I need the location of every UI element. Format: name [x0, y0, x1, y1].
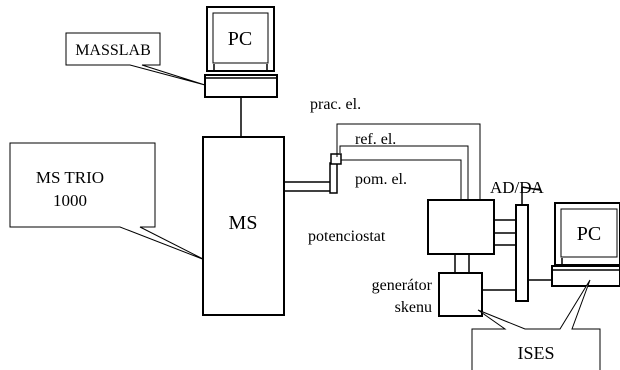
pc-top: PC: [204, 6, 278, 98]
pc-top-screen: [212, 12, 269, 64]
ms-box: [202, 136, 285, 316]
potenciostat-adda-link: [494, 219, 516, 246]
pc-right: PC: [551, 202, 620, 287]
masslab-callout: MASSLAB: [65, 32, 206, 86]
pc-right-label: PC: [577, 223, 601, 245]
potenciostat-label: potenciostat: [308, 228, 386, 245]
ises-callout: ISES: [471, 279, 601, 370]
ises-label: ISES: [517, 343, 554, 363]
generator-label-line2: skenu: [395, 299, 432, 316]
pom-el-label: pom. el.: [355, 171, 407, 188]
ises-box: [471, 279, 601, 370]
potenciostat-box: [427, 199, 495, 255]
ms-unit: MS: [202, 136, 285, 316]
ms-trio-box: [9, 142, 206, 261]
electrode-cell-body: [329, 162, 338, 194]
ms-trio-label-line2: 1000: [53, 191, 87, 210]
ref-el-label: ref. el.: [355, 131, 396, 148]
pc-right-base: [551, 265, 620, 287]
masslab-box: [65, 32, 206, 86]
masslab-label: MASSLAB: [75, 42, 151, 59]
electrode-cell-head: [330, 153, 342, 165]
potenciostat-generator-link: [454, 254, 470, 273]
electrode-cell: [284, 153, 342, 194]
prac-el-label: prac. el.: [310, 96, 361, 113]
adda-card: [515, 204, 529, 302]
ms-trio-label-line1: MS TRIO: [36, 168, 104, 187]
potenciostat-unit: potenciostat: [308, 199, 495, 255]
ms-trio-callout: MS TRIO 1000: [9, 142, 206, 261]
generator-box: [438, 272, 483, 317]
pc-right-screen: [560, 208, 618, 258]
electrode-wires: prac. el. ref. el. pom. el.: [310, 96, 481, 200]
generator-label-line1: generátor: [372, 277, 433, 294]
adda-label: AD/DA: [490, 178, 545, 197]
pc-top-label: PC: [228, 28, 252, 50]
adda-unit: AD/DA: [490, 178, 545, 302]
ms-label: MS: [229, 212, 258, 234]
generator-unit: generátor skenu: [372, 272, 483, 317]
